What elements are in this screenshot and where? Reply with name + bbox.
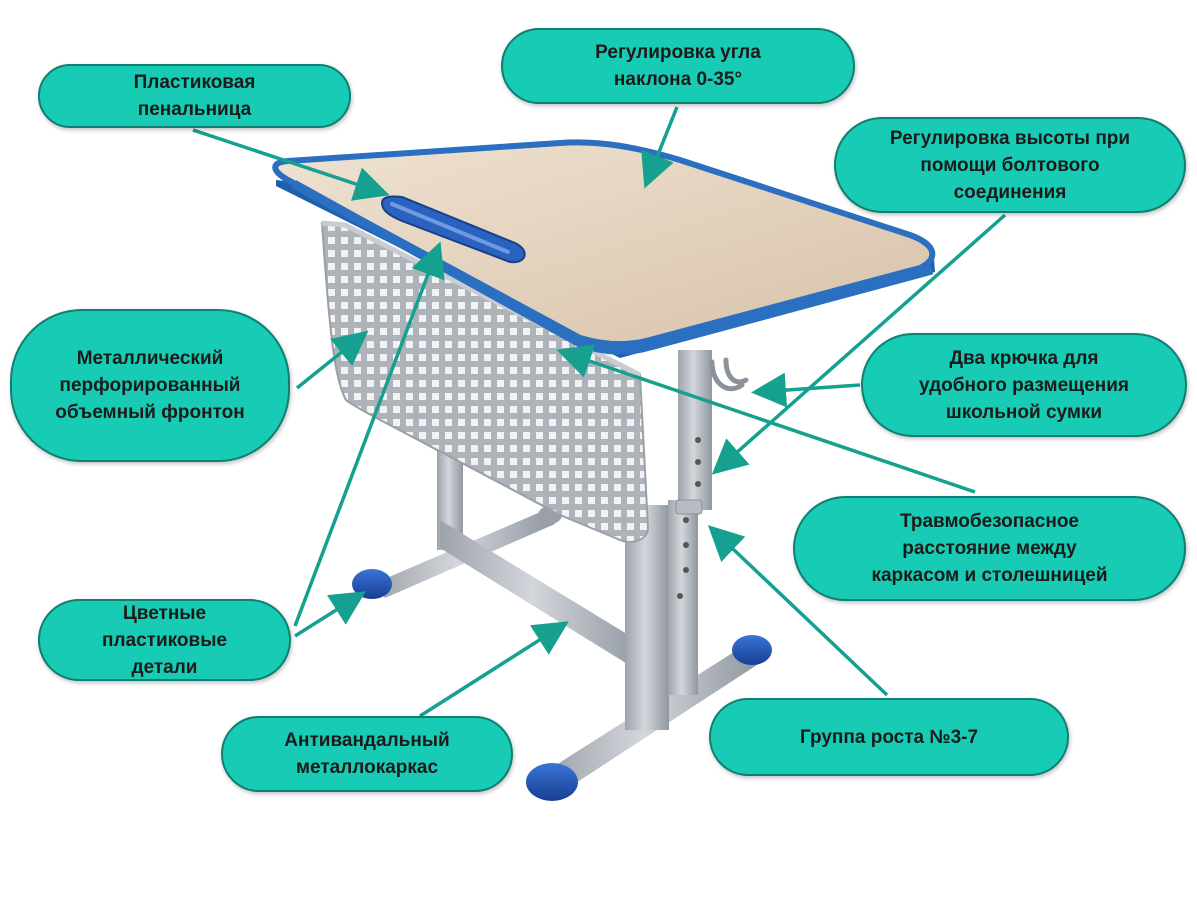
frame-crossbar bbox=[440, 520, 645, 675]
callout-front-panel: Металлический перфорированный объемный ф… bbox=[10, 309, 290, 462]
arrow-growth bbox=[707, 525, 889, 697]
arrow-height bbox=[711, 213, 1007, 475]
callout-metal-frame: Антивандальный металлокаркас bbox=[221, 716, 513, 792]
pointer-arrows bbox=[192, 106, 1007, 718]
callout-plastic-parts: Цветные пластиковые детали bbox=[38, 599, 291, 681]
callout-growth-group: Группа роста №3-7 bbox=[709, 698, 1069, 776]
callout-tilt-adjustment: Регулировка угла наклона 0-35° bbox=[501, 28, 855, 104]
telescopic-column bbox=[678, 350, 712, 510]
arrow-plastic-parts-tray bbox=[293, 241, 445, 627]
front-foot-cap-right bbox=[732, 635, 772, 665]
callout-safe-gap: Травмобезопасное расстояние между каркас… bbox=[793, 496, 1186, 601]
desktop bbox=[272, 139, 936, 358]
callout-bag-hooks: Два крючка для удобного размещения школь… bbox=[861, 333, 1187, 437]
arrow-front-panel bbox=[295, 330, 369, 390]
arrow-frame bbox=[419, 621, 569, 718]
arrow-safe-gap bbox=[556, 344, 976, 494]
callout-height-adjustment: Регулировка высоты при помощи болтового … bbox=[834, 117, 1186, 213]
bag-hooks bbox=[709, 357, 749, 392]
front-foot-cap-left bbox=[526, 763, 578, 801]
arrow-plastic-parts-foot bbox=[294, 591, 366, 638]
callout-pencil-box: Пластиковая пенальница bbox=[38, 64, 351, 128]
arrow-hooks bbox=[751, 372, 861, 408]
arrow-tilt bbox=[641, 106, 679, 189]
arrow-pencil-box bbox=[192, 128, 390, 201]
